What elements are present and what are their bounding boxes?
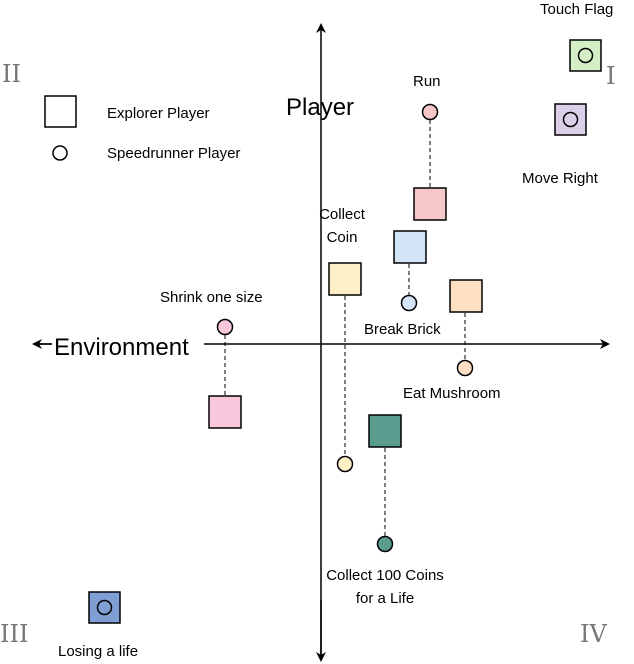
touch-flag-explorer-square: [569, 39, 602, 72]
touch-flag-speedrunner-circle: [577, 47, 594, 64]
legend-speedrunner-label: Speedrunner Player: [107, 145, 240, 162]
collect-coin-speedrunner-circle: [336, 455, 354, 473]
legend-explorer-label: Explorer Player: [107, 105, 210, 122]
break-brick-speedrunner-circle: [400, 294, 418, 312]
move-right-speedrunner-circle: [562, 111, 579, 128]
break-brick-explorer-square: [393, 230, 427, 264]
eat-mushroom-label: Eat Mushroom: [403, 385, 501, 402]
shrink-label: Shrink one size: [160, 289, 263, 306]
touch-flag-label: Touch Flag: [540, 1, 613, 18]
shrink-explorer-square: [208, 395, 242, 429]
eat-mushroom-explorer-square: [449, 279, 483, 313]
collect-coin-explorer-square: [328, 262, 362, 296]
eat-mushroom-speedrunner-circle: [456, 359, 474, 377]
run-explorer-square: [413, 187, 447, 221]
legend-speedrunner-circle-icon: [52, 145, 68, 161]
run-label: Run: [413, 73, 441, 90]
run-speedrunner-circle: [421, 103, 439, 121]
legend-explorer-square-icon: [44, 95, 77, 128]
environment-axis-label: Environment: [54, 334, 189, 361]
losing-a-life-explorer-square: [88, 591, 121, 624]
move-right-label: Move Right: [522, 170, 599, 187]
player-axis-label: Player: [286, 94, 354, 121]
collect-100-coins-speedrunner-circle: [376, 535, 394, 553]
quadrant-three-label: III: [0, 620, 28, 648]
quadrant-two-label: II: [2, 60, 21, 88]
shrink-speedrunner-circle: [216, 318, 234, 336]
losing-a-life-label: Losing a life: [58, 643, 138, 660]
quadrant-one-label: I: [606, 62, 615, 90]
move-right-explorer-square: [554, 103, 587, 136]
quadrant-four-label: IV: [580, 620, 607, 648]
losing-a-life-speedrunner-circle: [96, 599, 113, 616]
collect-100-coins-explorer-square: [368, 414, 402, 448]
break-brick-label: Break Brick: [364, 321, 441, 338]
